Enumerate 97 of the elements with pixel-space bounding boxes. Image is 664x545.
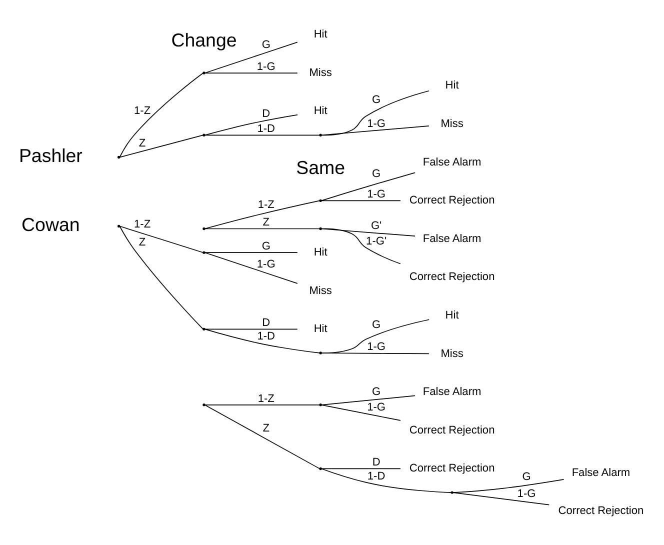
connector <box>321 318 430 353</box>
connector <box>321 172 416 201</box>
edge-label: 1-Z <box>258 392 274 404</box>
edge-label: 1-Z <box>134 218 151 230</box>
connector <box>321 394 416 405</box>
edge-label: G <box>372 386 381 398</box>
connector <box>204 134 320 136</box>
connector <box>204 200 320 229</box>
edge-label: 1-D <box>257 330 276 342</box>
edge-label: 1-G <box>367 340 386 352</box>
connector <box>204 114 298 136</box>
node-point <box>319 351 322 354</box>
node-point <box>117 224 120 228</box>
node-text: Correct Rejection <box>409 462 495 474</box>
node-text: Hit <box>314 246 328 258</box>
edge-label: 1-Z <box>258 198 274 210</box>
edge-label: G' <box>370 220 382 232</box>
connector <box>204 72 298 73</box>
connector <box>204 404 320 469</box>
node-point <box>202 250 206 254</box>
node-text: Miss <box>440 117 464 130</box>
connector <box>204 328 298 330</box>
edge-label: 1-G <box>367 117 386 130</box>
edge-label: Z <box>262 422 270 434</box>
node-point <box>319 466 322 470</box>
node-text: False Alarm <box>422 156 482 168</box>
node-point <box>319 133 322 136</box>
node-point <box>319 198 322 202</box>
node-text: Correct Rejection <box>409 270 495 283</box>
node-point <box>202 133 206 136</box>
connector <box>120 134 204 158</box>
connector <box>452 492 550 505</box>
label: Cowan <box>22 213 80 234</box>
node-text: Hit <box>314 104 328 117</box>
edge-label: D <box>262 316 270 329</box>
edge-label: D <box>372 456 380 468</box>
node-text: Hit <box>314 322 328 335</box>
node-text: Hit <box>445 308 459 321</box>
edge-label: G <box>372 94 381 106</box>
connector <box>321 352 430 354</box>
edge-label: 1-G <box>517 488 536 500</box>
connector <box>321 228 416 236</box>
node-text: False Alarm <box>572 466 630 478</box>
connector <box>452 478 564 492</box>
node-point <box>319 226 322 230</box>
node-text: Miss <box>309 284 332 296</box>
node-point <box>319 403 322 406</box>
connector <box>204 404 320 405</box>
edge-label: 1-G <box>367 188 386 200</box>
connector <box>321 404 401 420</box>
connector <box>321 468 452 492</box>
node-text: Correct Rejection <box>409 194 495 206</box>
connector <box>321 228 401 264</box>
node-text: Miss <box>440 347 464 360</box>
connector <box>321 468 401 469</box>
connector <box>204 41 298 73</box>
connector <box>204 328 320 353</box>
connector <box>321 90 430 136</box>
node-point <box>202 403 206 406</box>
edge-label: Z <box>138 236 146 248</box>
edge-label: G <box>262 240 270 252</box>
node-point <box>202 71 206 74</box>
connector <box>204 228 320 229</box>
connector <box>321 125 430 136</box>
edge-label: 1-G <box>256 60 276 72</box>
edge-label: Z <box>138 137 146 150</box>
edge-label: 1-G <box>256 258 276 270</box>
edge-label: Z <box>262 216 270 228</box>
edge-label: 1-G' <box>366 234 387 247</box>
node-text: False Alarm <box>422 232 482 244</box>
edge-label: D <box>262 107 270 120</box>
edge-label: 1-G <box>367 400 386 413</box>
edge-label: G <box>372 168 381 180</box>
node-point <box>117 155 120 158</box>
edge-label: G <box>262 38 270 50</box>
connector <box>119 72 204 158</box>
node-text: Hit <box>314 28 328 40</box>
connector <box>120 225 204 252</box>
node-text: Correct Rejection <box>558 504 644 517</box>
node-text: False Alarm <box>422 386 482 398</box>
node-text: Hit <box>445 79 459 92</box>
node-point <box>202 327 206 330</box>
connector <box>204 252 298 284</box>
label: Same <box>296 156 346 178</box>
node-text: Miss <box>309 66 332 78</box>
edge-label: 1-D <box>257 122 276 135</box>
label: Change <box>171 28 237 50</box>
edge-label: G <box>522 470 531 483</box>
label: Pashler <box>18 144 82 166</box>
edge-label: 1-Z <box>134 104 151 117</box>
connector <box>321 200 401 201</box>
edge-label: 1-D <box>367 470 386 482</box>
connector <box>119 225 204 329</box>
edge-label: G <box>372 318 381 330</box>
node-point <box>450 490 454 494</box>
node-text: Correct Rejection <box>409 424 495 436</box>
node-point <box>202 226 206 230</box>
